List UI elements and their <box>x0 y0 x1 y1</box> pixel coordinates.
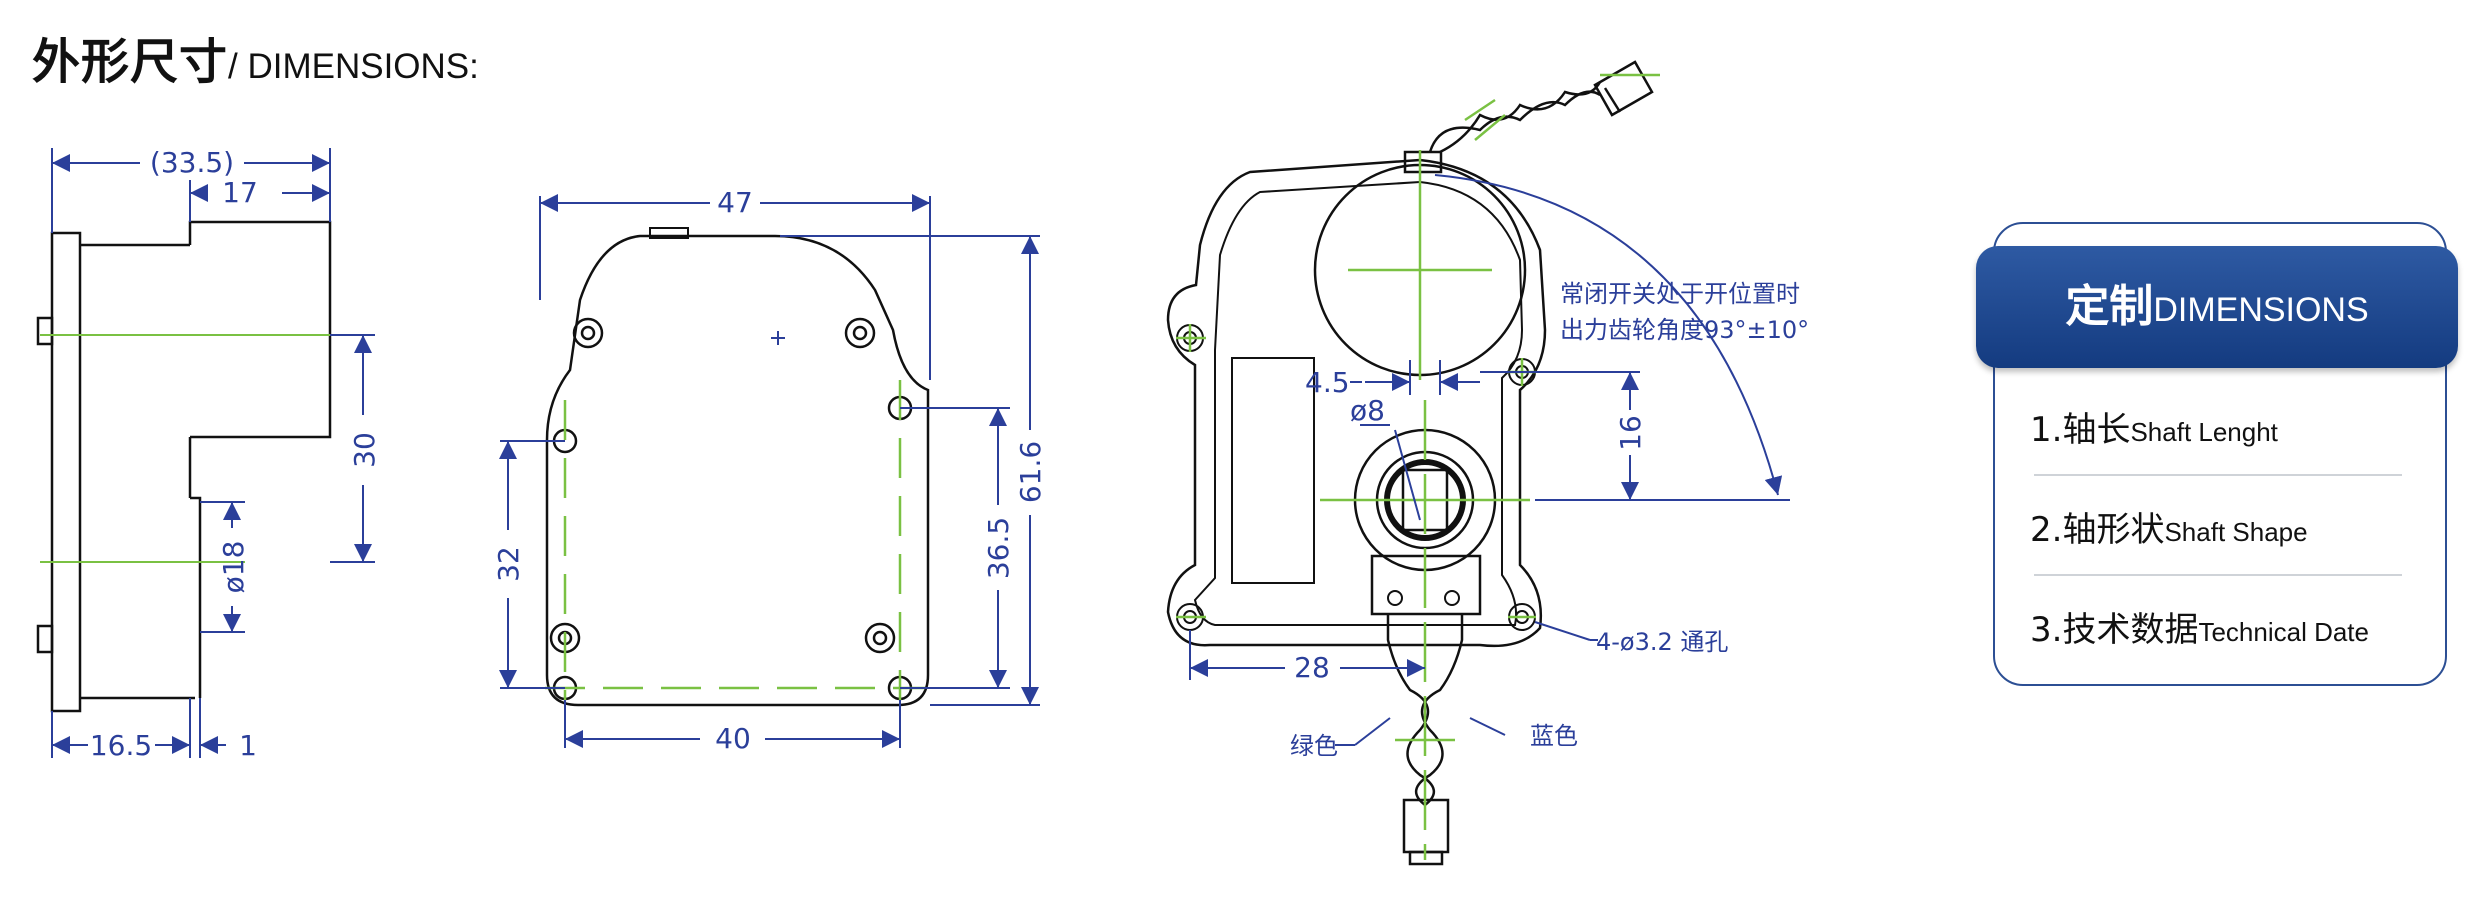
page-title: 外形尺寸/ DIMENSIONS: <box>32 22 479 92</box>
custom-item-en: Shaft Lenght <box>2130 417 2278 447</box>
note-switch-line1: 常闭开关处于开位置时 <box>1560 280 1800 308</box>
custom-item-en: Shaft Shape <box>2164 517 2308 547</box>
label-blue-wire: 蓝色 <box>1530 722 1578 750</box>
front-view: 4.5 ø8 16 28 常闭开关处于开位置时 出力齿轮角度93°±10° 4-… <box>1166 60 1809 866</box>
front-view-housing <box>1166 158 1547 648</box>
dim-28: 28 <box>1294 651 1330 684</box>
back-view-housing <box>545 234 930 707</box>
dim-1: 1 <box>239 729 257 762</box>
side-view-body <box>36 220 332 713</box>
divider <box>2034 574 2402 576</box>
dim-32: 32 <box>492 546 525 582</box>
dim-16: 16 <box>1614 415 1647 451</box>
back-view-screws <box>549 317 913 701</box>
front-view-holes <box>1176 324 1536 631</box>
custom-item-en: Technical Date <box>2198 617 2369 647</box>
custom-item-technical-data: 3.技术数据Technical Date <box>2030 602 2369 651</box>
dim-40: 40 <box>715 722 751 755</box>
title-english: / DIMENSIONS: <box>228 47 479 86</box>
custom-item-cn: 2.轴形状 <box>2030 510 2165 550</box>
dim-17: 17 <box>222 176 258 209</box>
note-switch-line2: 出力齿轮角度93°±10° <box>1560 316 1809 344</box>
dim-30: 30 <box>348 432 381 468</box>
divider <box>2034 474 2402 476</box>
side-view-dimension-lines <box>51 148 375 758</box>
custom-item-cn: 3.技术数据 <box>2030 610 2199 650</box>
front-view-dimension-lines <box>1189 174 1790 746</box>
dim-36-5: 36.5 <box>982 517 1015 579</box>
back-view-center-mark <box>771 331 785 345</box>
custom-panel-header: 定制DIMENSIONS <box>1976 246 2458 368</box>
dim-47: 47 <box>717 186 753 219</box>
custom-panel-header-cn: 定制 <box>2065 281 2154 332</box>
label-green-wire: 绿色 <box>1290 732 1338 760</box>
front-view-inner-outline <box>1193 180 1524 626</box>
back-view-dimension-lines <box>499 194 1040 748</box>
custom-item-cn: 1.轴长 <box>2030 410 2131 450</box>
dim-phi-18: ø18 <box>217 541 250 594</box>
dim-33-5: (33.5) <box>150 146 234 179</box>
front-view-top-cable <box>1403 60 1654 174</box>
back-view-tab <box>649 227 689 239</box>
custom-item-shaft-shape: 2.轴形状Shaft Shape <box>2030 502 2308 551</box>
dim-61-6: 61.6 <box>1014 441 1047 503</box>
title-chinese: 外形尺寸 <box>32 34 229 90</box>
custom-item-shaft-length: 1.轴长Shaft Lenght <box>2030 402 2278 451</box>
back-view-centerlines <box>545 380 925 700</box>
dim-16-5: 16.5 <box>90 729 152 762</box>
custom-panel-header-en: DIMENSIONS <box>2153 291 2369 329</box>
back-view: 47 61.6 36.5 32 40 <box>492 186 1047 755</box>
side-view-centerlines <box>40 334 375 563</box>
note-through-holes: 4-ø3.2 通孔 <box>1596 628 1728 656</box>
dim-4-5: 4.5 <box>1305 366 1350 399</box>
dim-phi-8: ø8 <box>1350 394 1385 427</box>
side-view: (33.5) 17 30 ø18 16.5 1 <box>36 146 381 762</box>
front-view-centerlines <box>1176 73 1660 860</box>
front-view-label-area <box>1231 357 1315 584</box>
